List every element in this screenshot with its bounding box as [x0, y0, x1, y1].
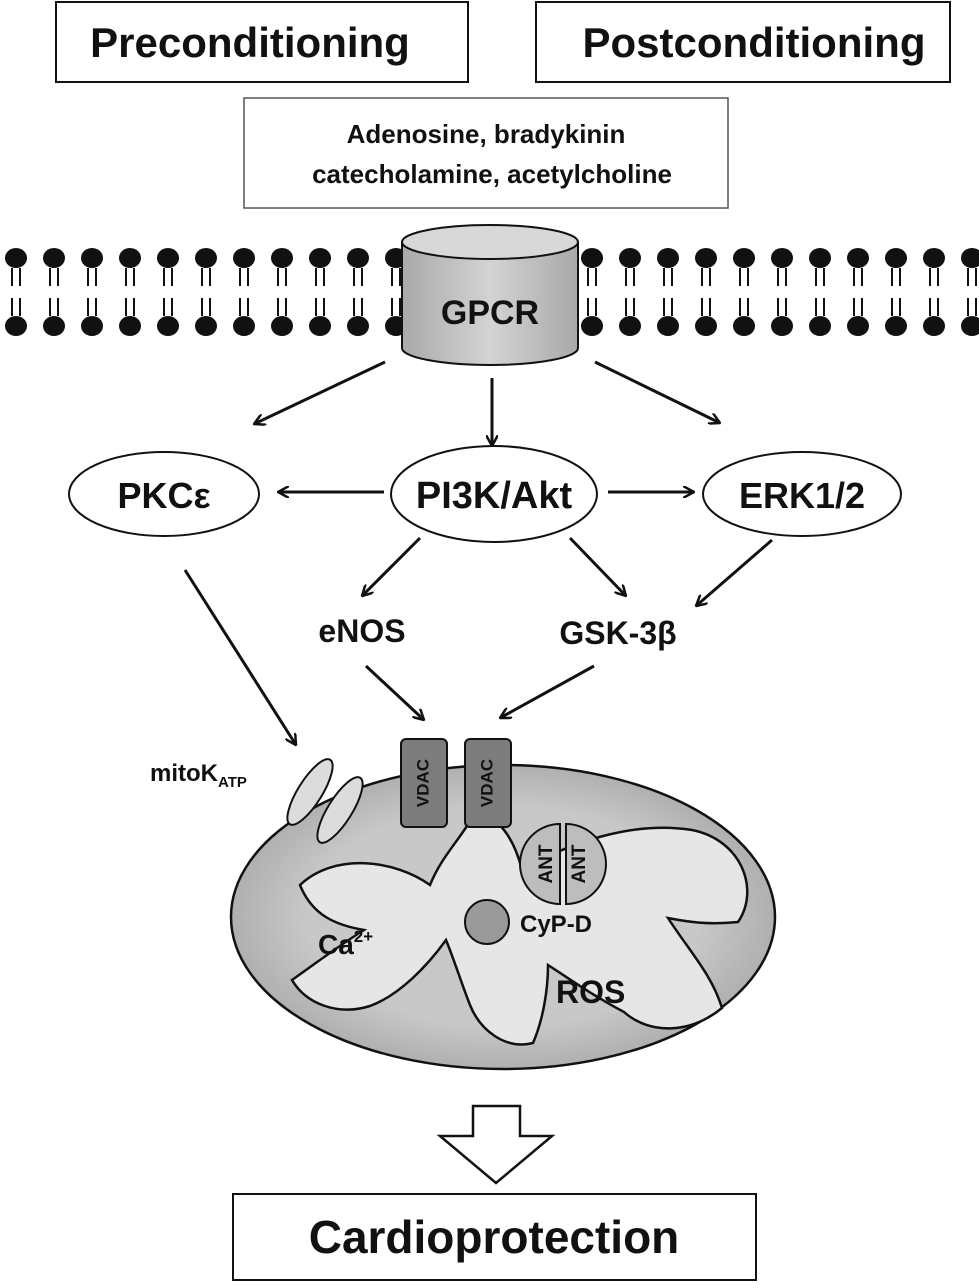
vdac-label-left: VDAC — [413, 759, 432, 807]
gpcr-arrows — [254, 360, 720, 446]
ant-transporter: ANT ANT — [519, 822, 607, 906]
membrane-lipid — [233, 248, 255, 336]
membrane-lipid — [695, 248, 717, 336]
pkc-label: PKCε — [117, 475, 210, 516]
cypd-circle — [464, 899, 510, 945]
vdac-channels: VDAC VDAC — [400, 738, 512, 828]
hollow-arrow — [436, 1104, 556, 1185]
membrane-lipid — [581, 248, 603, 336]
enos-label: eNOS — [318, 613, 405, 649]
arrow-erk-to-gsk — [696, 538, 773, 606]
mitokatp-channel — [286, 758, 364, 844]
mito-arrows — [183, 569, 595, 745]
arrow-pkc-to-mitok — [183, 569, 296, 745]
membrane-lipid — [81, 248, 103, 336]
pkc-node: PKCε — [68, 451, 260, 537]
membrane-lipid — [961, 248, 979, 336]
membrane-lipid — [809, 248, 831, 336]
arrow-pi3k-to-enos — [362, 536, 422, 596]
gpcr-label: GPCR — [441, 294, 539, 332]
membrane-lipid — [733, 248, 755, 336]
ligands-box: Adenosine, bradykinin catecholamine, ace… — [243, 97, 729, 209]
arrow-gpcr-to-erk — [594, 360, 720, 423]
arrow-gpcr-to-pkc — [254, 360, 386, 424]
membrane-lipid — [847, 248, 869, 336]
membrane-lipid — [657, 248, 679, 336]
arrow-gsk-to-vdac — [500, 664, 595, 720]
calcium-base: Ca — [318, 929, 354, 960]
vdac-channel-left — [400, 738, 448, 828]
mitokatp-label: mitoKATP — [150, 760, 247, 791]
membrane-lipid — [119, 248, 141, 336]
cardioprotection-box: Cardioprotection — [232, 1193, 757, 1281]
gpcr-receptor: GPCR — [401, 224, 579, 366]
membrane-lipid — [347, 248, 369, 336]
arrow-pi3k-to-gsk — [568, 536, 626, 596]
calcium-charge: 2+ — [354, 927, 373, 946]
membrane-lipid — [157, 248, 179, 336]
pi3k-label: PI3K/Akt — [416, 475, 573, 517]
vdac-channel-right — [464, 738, 512, 828]
mitokatp-base: mitoK — [150, 760, 219, 787]
pi3k-node: PI3K/Akt — [390, 445, 598, 543]
cardioprotection-label: Cardioprotection — [309, 1211, 680, 1263]
postconditioning-label: Postconditioning — [583, 19, 926, 66]
calcium-label: Ca2+ — [318, 927, 373, 960]
ant-label-left: ANT — [536, 844, 557, 883]
arrow-enos-to-vdac — [364, 664, 424, 720]
ligands-line-2: catecholamine, acetylcholine — [312, 159, 672, 189]
membrane-lipid — [195, 248, 217, 336]
preconditioning-box: Preconditioning — [55, 1, 469, 83]
inner-matrix — [290, 806, 749, 1046]
membrane-lipid — [619, 248, 641, 336]
erk-label: ERK1/2 — [739, 475, 865, 516]
effector-arrows — [362, 536, 773, 606]
membrane-lipid — [923, 248, 945, 336]
membrane-lipid — [771, 248, 793, 336]
preconditioning-label: Preconditioning — [90, 19, 410, 66]
membrane-lipid — [43, 248, 65, 336]
cypd-label: CyP-D — [520, 911, 592, 938]
ros-label: ROS — [556, 974, 625, 1010]
ant-label-right: ANT — [569, 844, 590, 883]
membrane-lipid — [885, 248, 907, 336]
mitochondrion: CyP-D Ca2+ ROS ANT ANT VDAC VDAC mitoKAT… — [150, 738, 777, 1071]
ligands-line-1: Adenosine, bradykinin — [347, 119, 626, 149]
gsk-label: GSK-3β — [559, 615, 676, 651]
membrane-lipid — [309, 248, 331, 336]
erk-node: ERK1/2 — [702, 451, 902, 537]
membrane-lipid — [271, 248, 293, 336]
membrane-lipid — [5, 248, 27, 336]
postconditioning-box: Postconditioning — [535, 1, 951, 83]
mitokatp-subscript: ATP — [218, 774, 247, 791]
vdac-label-right: VDAC — [477, 759, 496, 807]
